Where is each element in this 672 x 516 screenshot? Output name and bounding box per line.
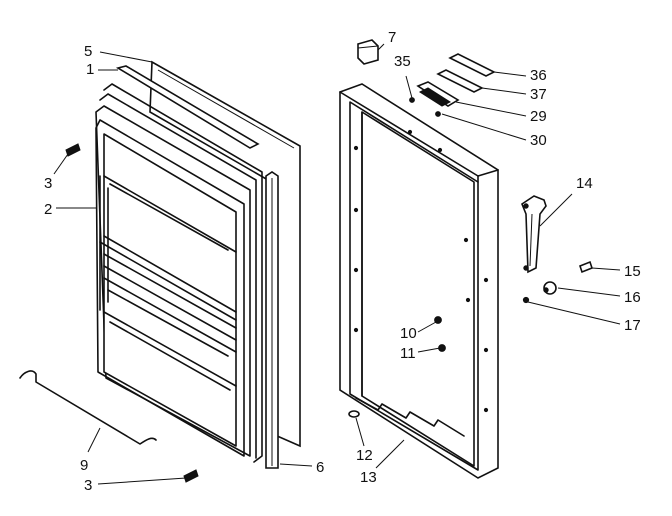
part-10-bushing [434, 316, 442, 324]
callout-11: 11 [400, 345, 416, 362]
part-14-handle [521, 195, 547, 274]
callout-37: 37 [530, 86, 547, 103]
callout-2: 2 [44, 201, 52, 218]
callout-15: 15 [624, 263, 641, 280]
callout-12: 12 [356, 447, 373, 464]
part-30-washer [435, 111, 441, 117]
callout-9: 9 [80, 457, 88, 474]
part-3-screw-upper [65, 143, 81, 157]
part-2-door-liner [95, 83, 263, 463]
part-37-strip [436, 69, 484, 93]
part-13-door-frame [339, 83, 499, 479]
part-15-screw [579, 260, 593, 274]
callout-10: 10 [400, 325, 417, 342]
callout-36: 36 [530, 67, 547, 84]
callout-29: 29 [530, 108, 547, 125]
callout-35: 35 [394, 53, 411, 70]
callout-7: 7 [388, 29, 396, 46]
callout-16: 16 [624, 289, 641, 306]
part-36-strip [448, 53, 496, 77]
callout-5: 5 [84, 43, 92, 60]
part-35-clip [409, 97, 415, 103]
callout-3-lower: 3 [84, 477, 92, 494]
callout-3-upper: 3 [44, 175, 52, 192]
callout-17: 17 [624, 317, 641, 334]
part-17-washer [522, 296, 530, 304]
part-1-top-strip [115, 65, 260, 149]
part-12-foot [348, 410, 360, 418]
part-7-cap [357, 39, 379, 65]
leader-lines [53, 43, 621, 485]
callout-labels: 5 1 3 2 9 3 6 7 35 36 37 29 30 14 15 16 … [44, 29, 641, 494]
callout-6: 6 [316, 459, 324, 476]
part-6-gasket-strip [265, 171, 279, 469]
callout-14: 14 [576, 175, 593, 192]
part-29-plate [416, 81, 460, 107]
callout-13: 13 [360, 469, 377, 486]
part-16-knob [543, 281, 557, 295]
part-9-door-rod [19, 370, 157, 445]
callout-1: 1 [86, 61, 94, 78]
callout-30: 30 [530, 132, 547, 149]
part-3-screw-lower [183, 469, 199, 483]
